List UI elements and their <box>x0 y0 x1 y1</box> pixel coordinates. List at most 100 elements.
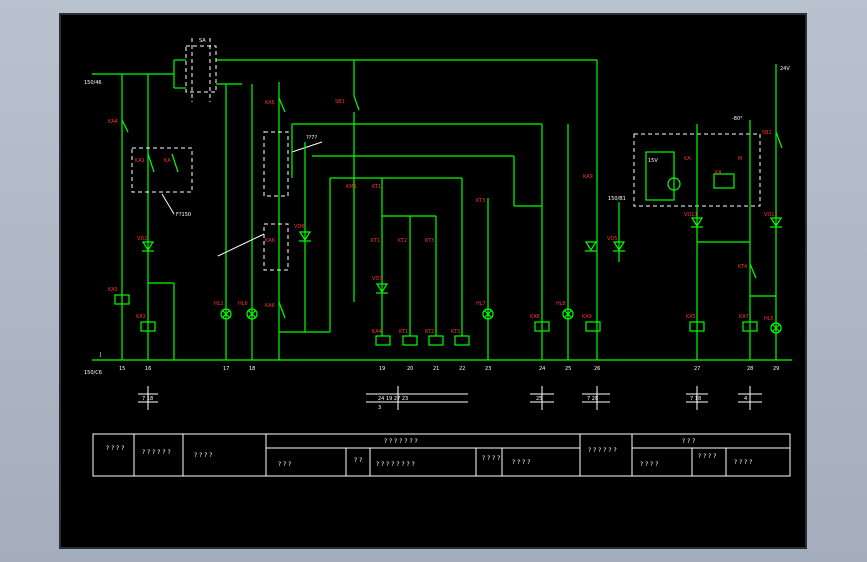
label-kt3-b: KT3 <box>476 198 485 204</box>
svg-text:VD11: VD11 <box>684 212 698 218</box>
label-supply-bottom: 150/C6 <box>84 370 102 376</box>
pushbutton-sb1: SB1 <box>335 60 360 111</box>
coil-kt3: KT3 <box>451 329 470 346</box>
svg-text:? ? ? ?: ? ? ? ? <box>106 445 124 452</box>
drawing-frame: SA KA4 KA1 KA F?150 VD2 KA5 KA3 HL1 HL6 … <box>59 13 807 549</box>
svg-text:KA6: KA6 <box>265 238 275 244</box>
dashed-box-ka1: KA1 KA <box>131 147 193 193</box>
svg-text:KA8: KA8 <box>530 314 540 320</box>
svg-text:? ? ?: ? ? ? <box>278 461 291 468</box>
svg-text:HL6: HL6 <box>238 301 248 307</box>
svg-text:KT2: KT2 <box>425 329 434 335</box>
svg-text:KT4: KT4 <box>738 264 747 270</box>
svg-text:19: 19 <box>379 366 385 372</box>
svg-text:4: 4 <box>744 396 747 402</box>
coil-ka9: KA9 <box>582 314 601 332</box>
svg-text:? ? ? ?: ? ? ? ? <box>640 461 658 468</box>
svg-text:? ? ? ?: ? ? ? ? <box>698 453 716 460</box>
svg-text:22: 22 <box>459 366 465 372</box>
svg-text:VD2: VD2 <box>137 236 147 242</box>
diode-vd11: VD11 <box>684 212 704 228</box>
coil-kt1: KT1 <box>399 329 418 346</box>
lamp-hl1: HL1 <box>214 301 232 320</box>
svg-text:? ? ? ?: ? ? ? ? <box>734 459 752 466</box>
label-kt1-b: KT1 <box>371 238 380 244</box>
svg-text:? ? ? ? ? ? ? ?: ? ? ? ? ? ? ? ? <box>376 461 415 468</box>
svg-text:7 18: 7 18 <box>690 396 701 402</box>
svg-text:VD5: VD5 <box>607 236 617 242</box>
label-24v: 24V <box>780 66 790 72</box>
label-bus: J <box>99 352 101 358</box>
lamp-hl7: HL7 <box>476 301 494 320</box>
svg-text:24 19 27 23: 24 19 27 23 <box>378 396 408 402</box>
svg-text:VD6: VD6 <box>294 224 304 230</box>
label-kt3: KT3 <box>425 238 434 244</box>
svg-text:20: 20 <box>407 366 413 372</box>
coil-ka3 <box>140 321 156 332</box>
note-n3: 150/B1 <box>608 196 626 202</box>
svg-text:KA: KA <box>715 170 722 176</box>
svg-text:? ?: ? ? <box>354 457 362 464</box>
svg-text:27: 27 <box>694 366 700 372</box>
svg-text:HL5: HL5 <box>764 316 774 322</box>
label-km1: KM1 <box>346 184 357 190</box>
svg-text:KT1: KT1 <box>399 329 408 335</box>
svg-text:SB1: SB1 <box>335 99 345 105</box>
leader-3f157 <box>217 233 265 257</box>
svg-text:? ? ? ? ? ? ?: ? ? ? ? ? ? ? <box>384 438 418 445</box>
leader-n2 <box>291 141 323 153</box>
svg-text:? ? ? ?: ? ? ? ? <box>512 459 530 466</box>
title-block: ? ? ? ? ? ? ? ? ? ? ? ? ? ? ? ? ? ? ? ? … <box>92 433 791 477</box>
lamp-hl5: HL5 <box>764 316 782 334</box>
svg-text:29: 29 <box>773 366 779 372</box>
svg-text:15: 15 <box>119 366 125 372</box>
svg-text:? ? ? ?: ? ? ? ? <box>194 452 212 459</box>
svg-text:VD12: VD12 <box>764 212 778 218</box>
svg-text:24: 24 <box>539 366 545 372</box>
svg-text:? ? ? ?: ? ? ? ? <box>482 455 500 462</box>
svg-text:SB2: SB2 <box>762 130 772 136</box>
note-n2: ??7? <box>306 135 317 141</box>
svg-text:25: 25 <box>565 366 571 372</box>
ka6-contacts: KA6 KA6 KA6 <box>263 97 289 319</box>
switch-label: SA <box>199 38 206 44</box>
pushbutton-sb2: SB2 <box>762 130 783 149</box>
svg-text:-80°: -80° <box>732 116 743 122</box>
svg-text:KA4: KA4 <box>372 329 382 335</box>
svg-text:KA7: KA7 <box>739 314 749 320</box>
coil-ka8: KA8 <box>530 314 550 332</box>
label-ka4: KA4 <box>108 119 118 125</box>
lamp-hl8: HL8 <box>556 301 574 320</box>
svg-text:VD3: VD3 <box>372 276 382 282</box>
svg-text:3: 3 <box>378 405 381 411</box>
label-ka-b: KA <box>164 158 171 164</box>
label-ka1: KA1 <box>135 158 145 164</box>
coil-kt2: KT2 <box>425 329 444 346</box>
label-ka5: KA5 <box>108 287 118 293</box>
diode-vd3: VD3 <box>372 276 389 294</box>
svg-text:KA: KA <box>684 156 691 162</box>
svg-text:KA6: KA6 <box>265 100 275 106</box>
svg-text:HL1: HL1 <box>214 301 224 307</box>
diode-vd5: VD5 <box>584 236 626 252</box>
cross-references: 7 18 24 19 27 23 3 25 7 28 7 18 4 <box>138 386 762 411</box>
svg-text:HL8: HL8 <box>556 301 566 307</box>
svg-text:KT3: KT3 <box>451 329 460 335</box>
svg-text:25: 25 <box>536 396 542 402</box>
svg-text:15V: 15V <box>648 158 658 164</box>
label-kt1: KT1 <box>372 184 381 190</box>
svg-text:21: 21 <box>433 366 439 372</box>
coil-ka4: KA4 <box>372 329 391 346</box>
svg-text:M: M <box>738 156 742 162</box>
label-kt2: KT2 <box>398 238 407 244</box>
coil-ka5-b: KA5 <box>686 314 705 332</box>
svg-text:17: 17 <box>223 366 229 372</box>
diode-vd2: VD2 <box>137 236 155 252</box>
coil-ka7: KA7 <box>739 314 758 332</box>
svg-text:? ? ? ? ? ?: ? ? ? ? ? ? <box>588 447 617 454</box>
leader-n1 <box>161 193 175 215</box>
selector-switch-sa: SA <box>173 38 217 102</box>
svg-text:? ? ? ? ? ?: ? ? ? ? ? ? <box>142 449 171 456</box>
svg-text:28: 28 <box>747 366 753 372</box>
contact-ka4 <box>121 119 129 133</box>
